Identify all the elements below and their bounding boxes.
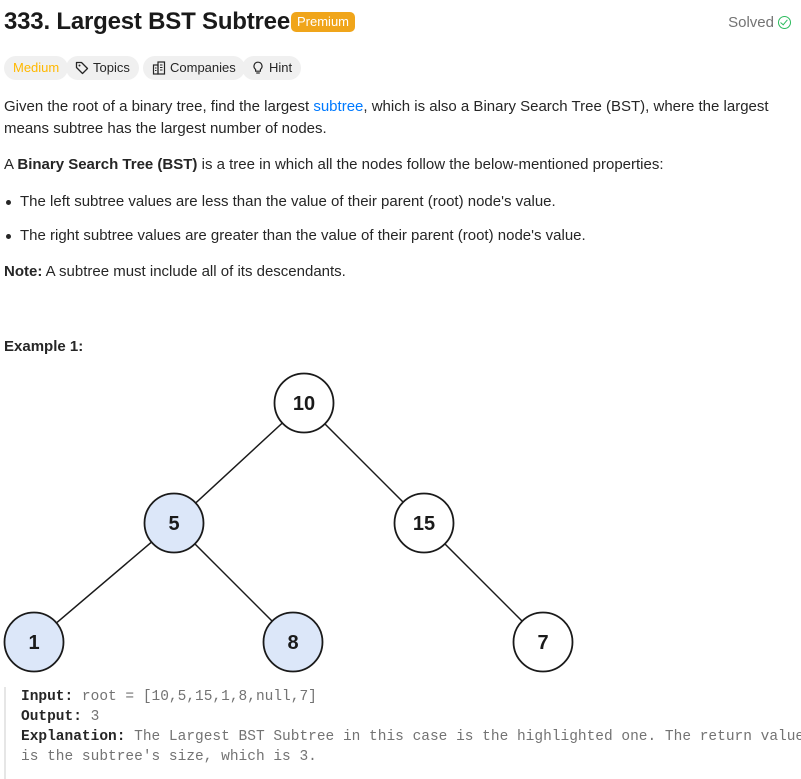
difficulty-badge: Medium	[4, 56, 69, 80]
explanation-text-continued: is the subtree's size, which is 3.	[21, 749, 317, 765]
input-label: Input:	[21, 689, 74, 705]
bst-definition: A Binary Search Tree (BST) is a tree in …	[4, 154, 794, 176]
tree-node: 7	[512, 611, 574, 673]
list-item-text: The right subtree values are greater tha…	[20, 227, 586, 244]
tree-edge	[33, 522, 175, 643]
solved-status: Solved	[728, 14, 791, 31]
companies-tag-button[interactable]: Companies	[143, 56, 245, 80]
solved-label: Solved	[728, 14, 774, 31]
output-line: Output: 3	[21, 707, 99, 727]
tree-node-label: 7	[537, 632, 548, 654]
tree-node-label: 15	[413, 513, 435, 535]
tree-node-circle	[512, 611, 574, 673]
description-text-continued: , which is also a Binary Search Tree (BS…	[4, 98, 769, 137]
topics-label: Topics	[93, 60, 130, 75]
output-value: 3	[81, 709, 100, 725]
tree-node-label: 5	[168, 513, 179, 535]
explanation-line-2: is the subtree's size, which is 3.	[21, 747, 317, 767]
topics-tag-button[interactable]: Topics	[66, 56, 139, 80]
explanation-text: The Largest BST Subtree in this case is …	[125, 729, 801, 745]
input-value: root = [10,5,15,1,8,null,7]	[73, 689, 317, 705]
tree-node: 8	[262, 611, 324, 673]
bullet-dot	[6, 234, 11, 239]
bst-definition-prefix: A	[4, 156, 18, 173]
bullet-dot	[6, 200, 11, 205]
description-text: Given the root of a binary tree, find th…	[4, 98, 314, 115]
subtree-link[interactable]: subtree	[313, 98, 364, 115]
tree-node: 5	[143, 492, 205, 554]
bst-term: Binary Search Tree (BST)	[17, 156, 198, 173]
tree-diagram: 10 5 15 1 8 7	[3, 372, 574, 673]
note: Note: A subtree must include all of its …	[4, 261, 346, 283]
problem-title[interactable]: 333. Largest BST Subtree	[4, 8, 290, 35]
bst-definition-text: is a tree in which all the nodes follow …	[197, 156, 664, 173]
tree-node-circle	[3, 611, 65, 673]
explanation-label: Explanation:	[21, 729, 126, 745]
tree-node-circle	[273, 372, 335, 434]
hint-label: Hint	[269, 60, 293, 75]
tree-node-label: 10	[293, 393, 315, 415]
explanation-line: Explanation: The Largest BST Subtree in …	[21, 727, 801, 747]
example-code-block: Input: root = [10,5,15,1,8,null,7] Outpu…	[4, 687, 801, 779]
tree-node: 10	[273, 372, 335, 434]
tree-node-label: 8	[287, 632, 298, 654]
tree-node-circle	[143, 492, 205, 554]
note-text: A subtree must include all of its descen…	[42, 263, 346, 280]
building-icon	[152, 61, 166, 75]
tree-node-circle	[262, 611, 324, 673]
problem-header: 333. Largest BST Subtree Premium Solved	[4, 8, 791, 42]
tree-node-circle	[393, 492, 455, 554]
description-paragraph: Given the root of a binary tree, find th…	[4, 96, 794, 140]
example-heading: Example 1:	[4, 338, 84, 355]
tree-node-label: 1	[28, 632, 39, 654]
output-label: Output:	[21, 709, 82, 725]
tree-node: 15	[393, 492, 455, 554]
check-circle-icon	[778, 16, 791, 29]
hint-tag-button[interactable]: Hint	[242, 56, 302, 80]
companies-label: Companies	[170, 60, 236, 75]
premium-badge: Premium	[291, 12, 356, 32]
note-label: Note:	[4, 263, 43, 280]
lightbulb-icon	[253, 61, 263, 74]
list-item-text: The left subtree values are less than th…	[20, 193, 556, 210]
input-line: Input: root = [10,5,15,1,8,null,7]	[21, 687, 317, 707]
tree-node: 1	[3, 611, 65, 673]
tag-icon	[75, 61, 89, 75]
